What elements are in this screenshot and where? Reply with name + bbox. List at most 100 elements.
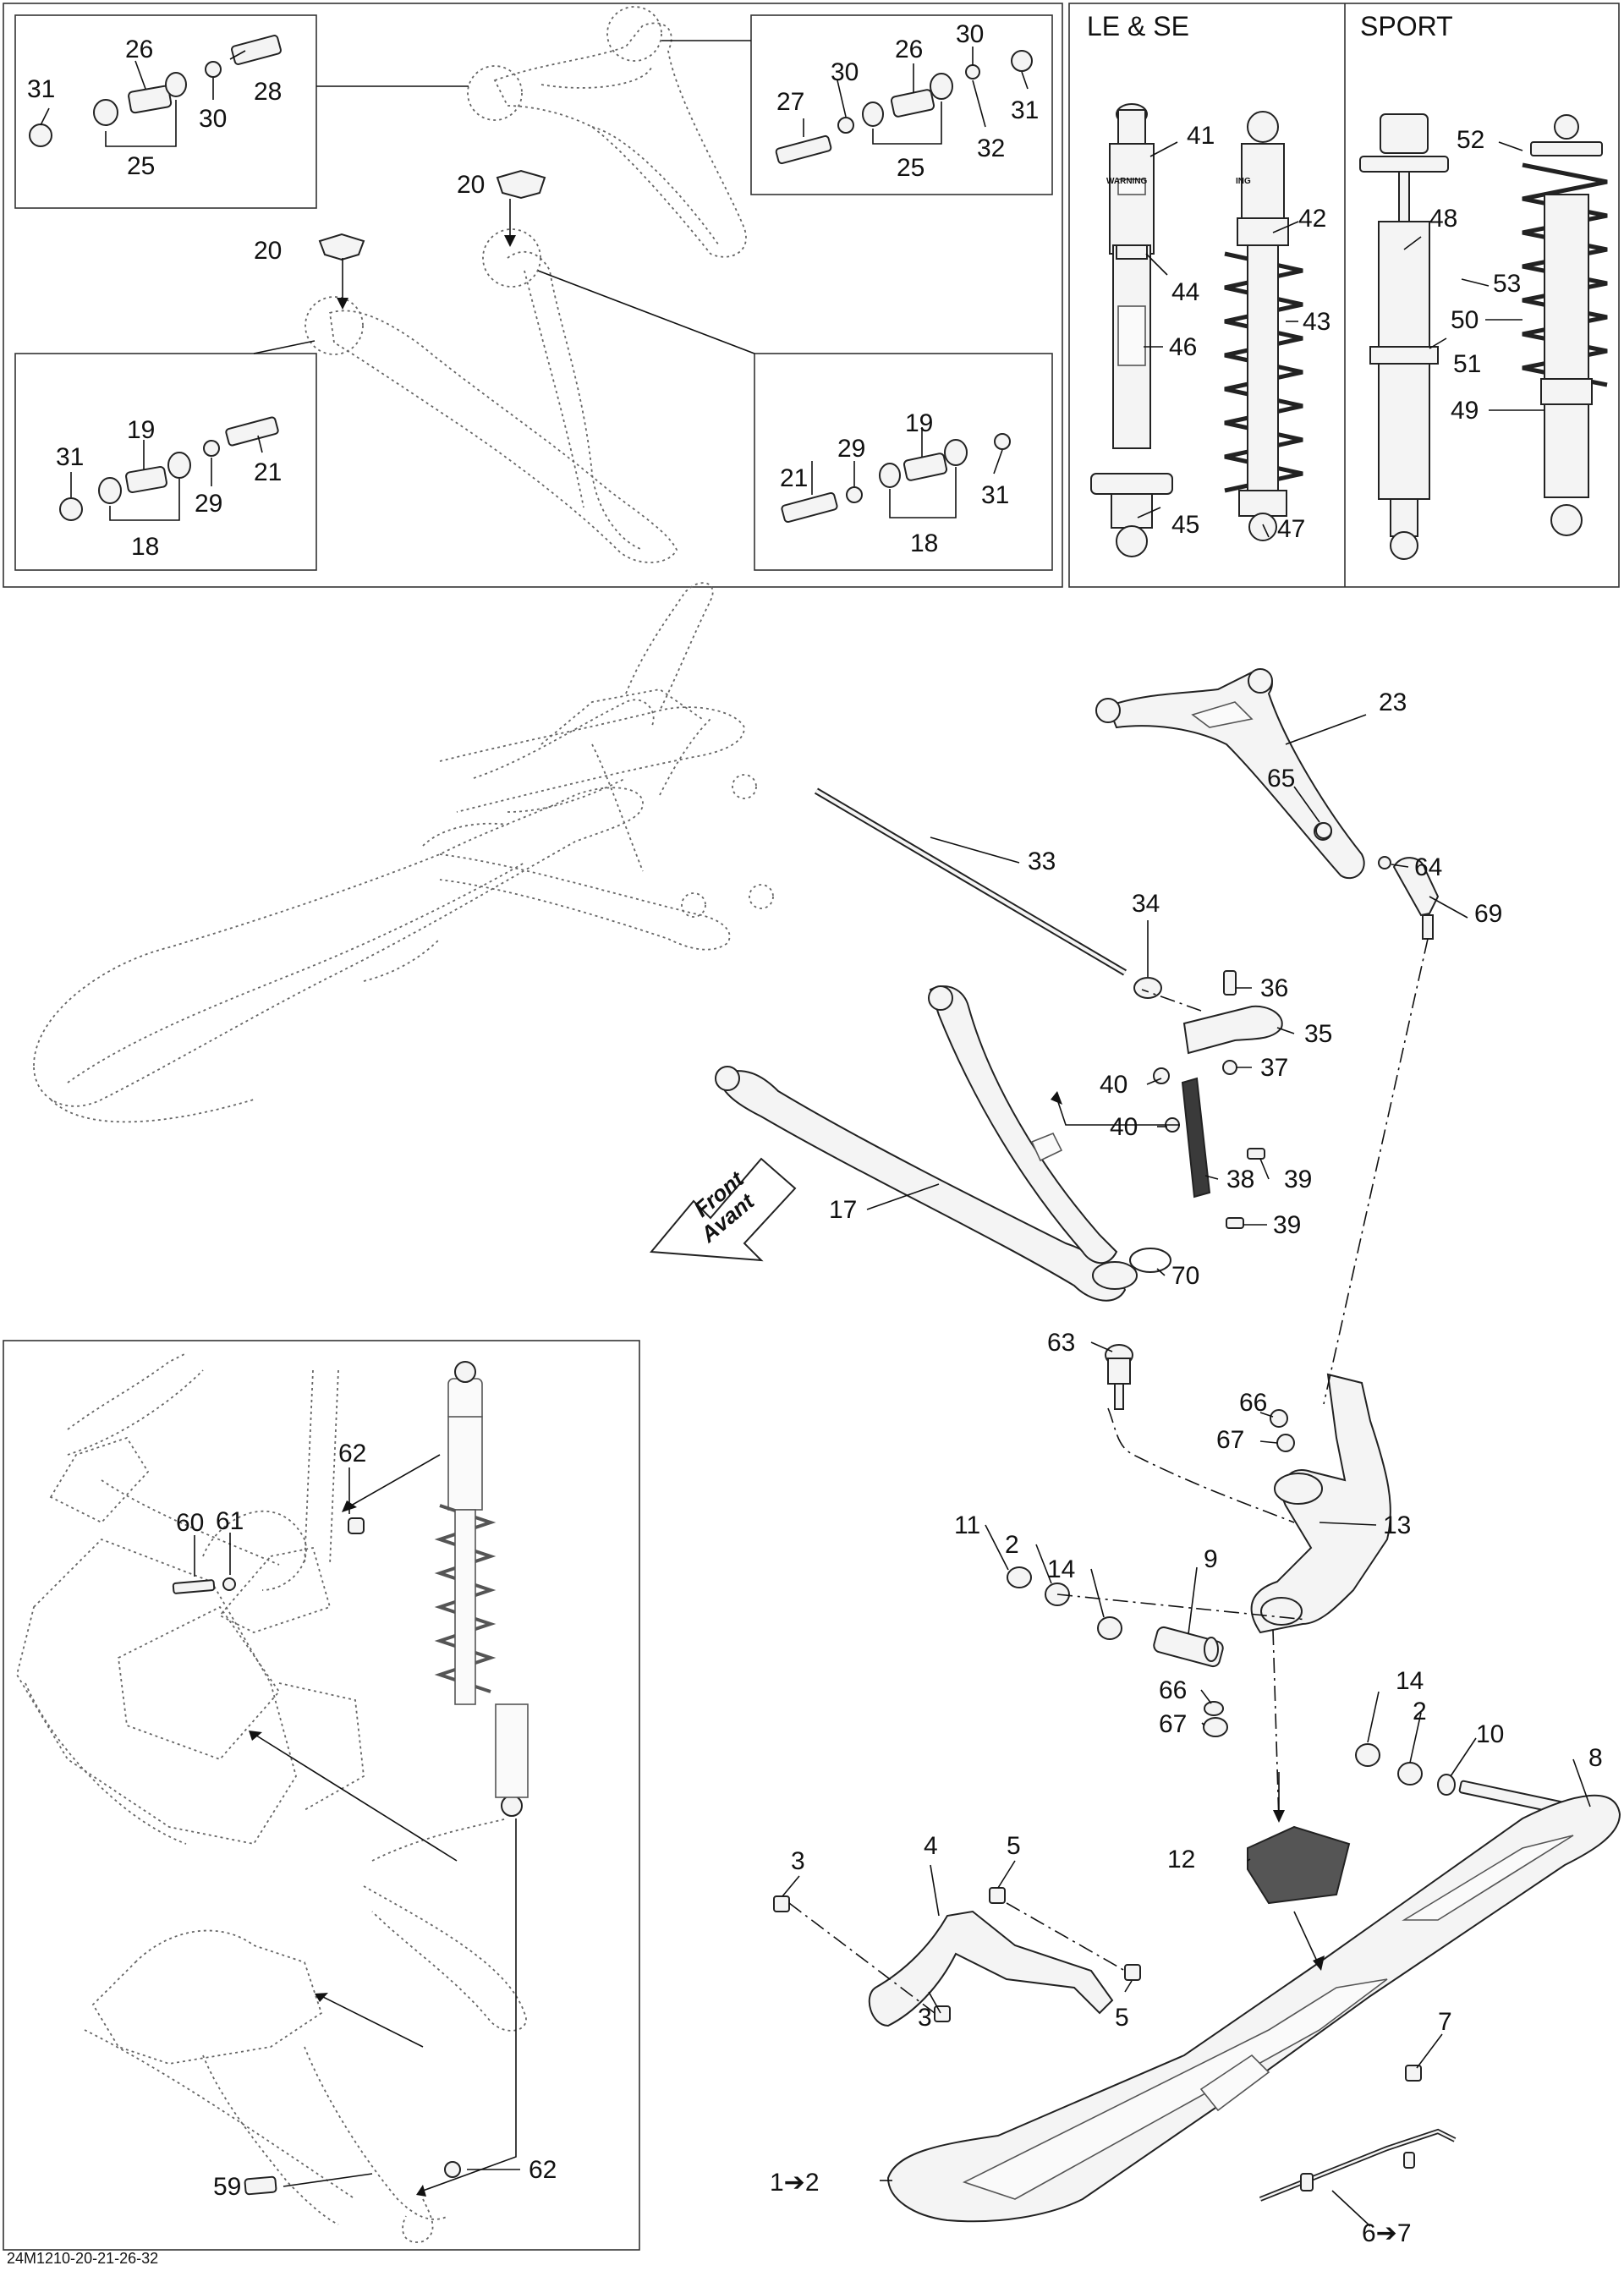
callout-50: 50 xyxy=(1451,306,1479,334)
link-bracket-35 xyxy=(1182,1005,1283,1055)
main-leaders xyxy=(782,714,1591,2227)
callout-45: 45 xyxy=(1171,511,1199,539)
lower-a-arm-17 xyxy=(715,985,1138,1302)
callout-13: 13 xyxy=(1383,1511,1411,1539)
bushing-inset-upper-right xyxy=(750,14,1053,195)
sport-panel-title: SPORT xyxy=(1360,11,1453,41)
ski-body xyxy=(886,1794,1621,2223)
callout-26: 26 xyxy=(125,36,153,63)
callout-35: 35 xyxy=(1304,1020,1332,1048)
callout-30: 30 xyxy=(956,20,984,48)
wear-pad-12 xyxy=(1247,1825,1351,1905)
callout-69: 69 xyxy=(1474,900,1502,928)
callout-25: 25 xyxy=(127,152,155,180)
callout-61: 61 xyxy=(216,1507,244,1535)
shock-comparison-frame xyxy=(1068,3,1620,588)
callouts: 31 26 28 30 25 30 26 30 27 31 32 25 20 2… xyxy=(27,20,1603,2247)
shock-absorber-le-se-plain xyxy=(1090,103,1173,557)
callout-42: 42 xyxy=(1298,205,1326,233)
callout-5: 5 xyxy=(1115,2004,1129,2032)
bushing-cap-20-lower xyxy=(318,233,365,261)
callout-6-to-7: 6➔7 xyxy=(1362,2219,1412,2247)
le-se-panel-title: LE & SE xyxy=(1087,11,1189,41)
callout-39: 39 xyxy=(1284,1166,1312,1193)
callout-31: 31 xyxy=(981,481,1009,509)
spindle-13 xyxy=(1250,1373,1391,1634)
main-suspension-assembly-outline xyxy=(33,582,774,1123)
callout-53: 53 xyxy=(1493,270,1521,298)
bushing-cap-20-upper xyxy=(496,169,546,200)
callout-12: 12 xyxy=(1167,1846,1195,1873)
callout-7: 7 xyxy=(1438,2008,1452,2036)
callout-62: 62 xyxy=(338,1440,366,1467)
frame-attachment-detail xyxy=(16,1352,529,2243)
callout-19: 19 xyxy=(905,409,933,437)
front-direction-arrow: Front Avant xyxy=(649,1157,797,1262)
upper-a-arm-23 xyxy=(1095,668,1365,880)
callout-25: 25 xyxy=(897,154,924,182)
bushing-inset-upper-left xyxy=(14,14,317,209)
lower-a-arm-outline xyxy=(304,228,678,563)
callout-40: 40 xyxy=(1100,1071,1127,1099)
top-frame xyxy=(3,3,1620,2251)
assembly-arrows xyxy=(1051,1091,1325,1971)
callout-67: 67 xyxy=(1159,1710,1187,1738)
callout-14: 14 xyxy=(1396,1667,1424,1695)
callout-29: 29 xyxy=(837,435,865,463)
callout-27: 27 xyxy=(776,88,804,116)
callout-67: 67 xyxy=(1216,1426,1244,1454)
callout-21: 21 xyxy=(254,458,282,486)
callout-20: 20 xyxy=(254,237,282,265)
callout-70: 70 xyxy=(1171,1262,1199,1290)
callout-8: 8 xyxy=(1588,1744,1603,1772)
hardware-stack-upper-right xyxy=(775,50,1033,165)
shock-panel-sport xyxy=(1359,113,1608,560)
callout-23: 23 xyxy=(1379,688,1407,716)
bushing-34 xyxy=(1133,977,1162,999)
a-arm-detail-frame xyxy=(3,3,1063,588)
callout-47: 47 xyxy=(1277,515,1305,543)
callout-14: 14 xyxy=(1047,1555,1075,1583)
callout-34: 34 xyxy=(1132,890,1160,918)
callout-32: 32 xyxy=(977,134,1005,162)
callout-59: 59 xyxy=(213,2173,241,2201)
callout-66: 66 xyxy=(1159,1676,1187,1704)
shock-absorber-sport-coil xyxy=(1522,114,1608,536)
callout-38: 38 xyxy=(1226,1166,1254,1193)
nut-7 xyxy=(1405,2065,1422,2082)
callout-43: 43 xyxy=(1303,308,1330,336)
hardware-stack-upper-left xyxy=(29,35,282,147)
a-arm-detail-panel xyxy=(14,6,1053,571)
callout-64: 64 xyxy=(1414,853,1442,881)
bushing-inset-lower-right xyxy=(754,353,1053,571)
callout-17: 17 xyxy=(829,1196,857,1224)
ring-70 xyxy=(1129,1248,1171,1273)
callout-40: 40 xyxy=(1110,1113,1138,1141)
nut-64 xyxy=(1378,856,1391,869)
callout-28: 28 xyxy=(254,78,282,106)
callout-2: 2 xyxy=(1413,1698,1427,1725)
callout-65: 65 xyxy=(1267,765,1295,793)
callout-2: 2 xyxy=(1005,1531,1019,1559)
upper-a-arm-outline xyxy=(467,6,747,258)
callout-33: 33 xyxy=(1028,848,1056,875)
callout-60: 60 xyxy=(176,1509,204,1537)
callout-29: 29 xyxy=(195,490,222,518)
hardware-stack-lower-left xyxy=(59,416,279,521)
callout-31: 31 xyxy=(27,75,55,103)
callout-66: 66 xyxy=(1239,1389,1267,1417)
shock-panel-le-se xyxy=(1090,103,1303,557)
callout-1-to-2: 1➔2 xyxy=(770,2169,820,2197)
callout-10: 10 xyxy=(1476,1720,1504,1748)
callout-9: 9 xyxy=(1204,1545,1218,1573)
callout-31: 31 xyxy=(1011,96,1039,124)
link-rod-38 xyxy=(1181,1077,1211,1199)
callout-5: 5 xyxy=(1007,1832,1021,1860)
callout-52: 52 xyxy=(1457,126,1484,154)
callout-11: 11 xyxy=(954,1511,980,1539)
nut-65 xyxy=(1315,822,1332,839)
callout-48: 48 xyxy=(1429,205,1457,233)
callout-3: 3 xyxy=(791,1847,805,1875)
callout-44: 44 xyxy=(1171,278,1199,306)
callout-62: 62 xyxy=(529,2156,557,2184)
